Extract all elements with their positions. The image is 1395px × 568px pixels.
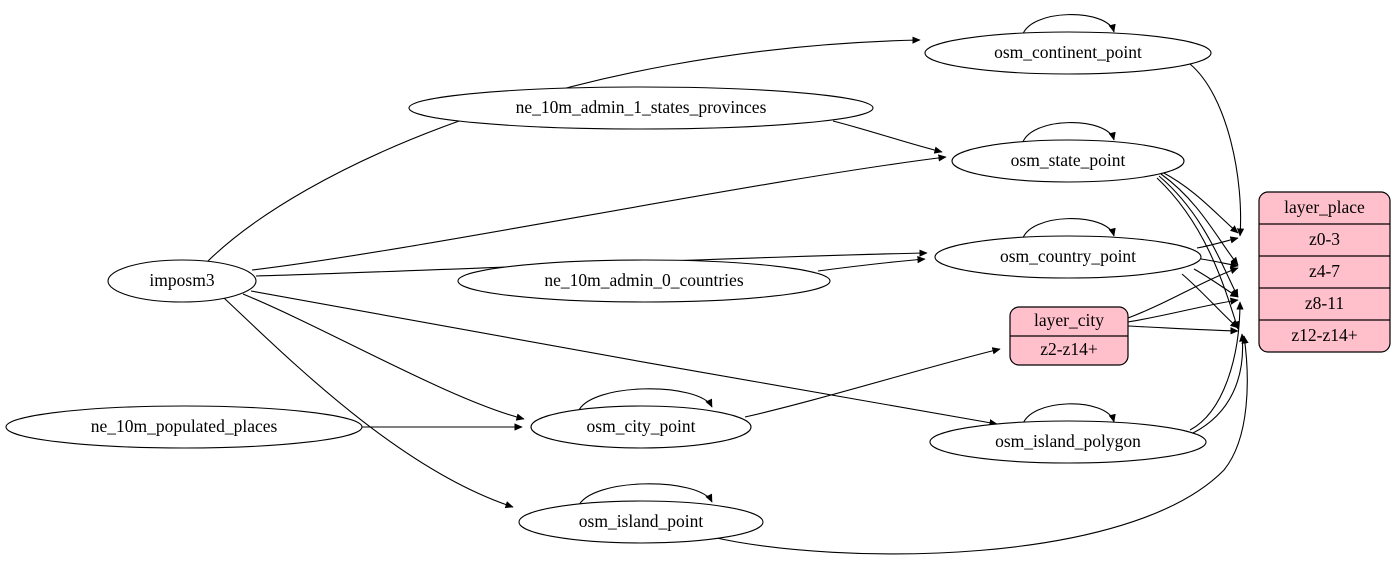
edge-imposm3-to-osm_state_point [251, 154, 947, 271]
edge-layer [206, 14, 1249, 555]
edge-osm_state_point-to-layer_place-z8_11 [1158, 175, 1239, 298]
node-label-imposm3: imposm3 [149, 270, 214, 290]
layer_city-row-z2-z14plus[interactable]: z2-z14+ [1040, 339, 1098, 359]
record-node-layer_city[interactable]: layer_city z2-z14+ [1009, 306, 1129, 366]
edge-osm_country_point-to-layer_place-z12_z14 [1181, 273, 1239, 329]
node-label-osm_city_point: osm_city_point [587, 416, 696, 436]
edge-ne_countries-to-osm_country_point [817, 256, 926, 272]
edge-osm_country_point-to-layer_place-z4_7 [1200, 258, 1239, 269]
node-label-ne_10m_admin_1_states_provinces: ne_10m_admin_1_states_provinces [516, 97, 767, 117]
edge-imposm3-to-osm_city_point [242, 293, 525, 421]
node-ne_10m_admin_1_states_provinces[interactable]: ne_10m_admin_1_states_provinces [408, 86, 874, 130]
node-label-osm_country_point: osm_country_point [1000, 246, 1136, 266]
node-label-ne_10m_populated_places: ne_10m_populated_places [91, 416, 278, 436]
edge-self-loop-osm_continent_point [1021, 14, 1116, 38]
edge-osm_country_point-to-layer_place-z8_11 [1193, 268, 1239, 298]
edge-self-loop-osm_island_point [577, 483, 713, 508]
node-label-osm_island_polygon: osm_island_polygon [995, 431, 1141, 451]
node-label-osm_island_point: osm_island_point [579, 511, 704, 531]
node-osm_city_point[interactable]: osm_city_point [530, 405, 752, 449]
node-ne_10m_admin_0_countries[interactable]: ne_10m_admin_0_countries [457, 259, 831, 303]
edge-layer_city-to-layer_place-z8_11 [1127, 297, 1239, 323]
node-osm_island_point[interactable]: osm_island_point [518, 500, 764, 544]
edge-ne_states-to-osm_state_point [832, 120, 943, 154]
layer_place-row-z0-3[interactable]: z0-3 [1309, 229, 1340, 249]
edge-osm_island_point-to-layer_place-z12_z14 [711, 335, 1249, 555]
node-ne_10m_populated_places[interactable]: ne_10m_populated_places [5, 405, 363, 449]
layer_city-header: layer_city [1034, 310, 1104, 330]
edge-imposm3-to-osm_continent_point [206, 36, 921, 263]
edge-imposm3-to-osm_island_polygon [250, 290, 998, 427]
edge-layer_city-to-layer_place-z4_7 [1127, 267, 1239, 319]
edge-osm_state_point-to-layer_place-z4_7 [1160, 173, 1239, 266]
node-osm_state_point[interactable]: osm_state_point [951, 139, 1185, 183]
layer_place-row-z8-11[interactable]: z8-11 [1305, 293, 1344, 313]
layer_place-header: layer_place [1284, 197, 1365, 217]
node-osm_continent_point[interactable]: osm_continent_point [924, 31, 1212, 75]
edge-self-loop-osm_country_point [1021, 218, 1116, 242]
edge-self-loop-osm_island_polygon [1021, 403, 1116, 428]
edge-osm_state_point-to-layer_place-z12_z14 [1156, 177, 1240, 330]
edge-self-loop-osm_city_point [577, 388, 713, 413]
node-imposm3[interactable]: imposm3 [107, 259, 257, 303]
edge-osm_continent_point-to-layer_place-z0_3 [1189, 63, 1245, 237]
layer_place-row-z4-7[interactable]: z4-7 [1309, 261, 1340, 281]
node-layer: imposm3 ne_10m_admin_1_states_provinces … [5, 31, 1212, 544]
node-osm_country_point[interactable]: osm_country_point [934, 235, 1202, 279]
node-label-ne_10m_admin_0_countries: ne_10m_admin_0_countries [544, 270, 743, 290]
edge-osm_city_point-to-layer_city-z2_z14 [744, 347, 1001, 418]
node-label-osm_state_point: osm_state_point [1011, 150, 1126, 170]
node-osm_island_polygon[interactable]: osm_island_polygon [929, 420, 1207, 464]
edge-osm_country_point-to-layer_place-z0_3 [1196, 236, 1239, 249]
edge-layer_city-to-layer_place-z12_z14 [1127, 325, 1239, 335]
edge-imposm3-to-osm_island_point [223, 297, 514, 509]
edge-osm_state_point-to-layer_place-z0_3 [1161, 171, 1239, 234]
edge-osm_island_polygon-to-layer_place-z12_z14 [1192, 333, 1247, 434]
node-label-osm_continent_point: osm_continent_point [994, 42, 1142, 62]
edge-osm_island_polygon-to-layer_place-z8_11 [1189, 301, 1244, 431]
record-node-layer_place[interactable]: layer_place z0-3 z4-7 z8-11 z12-z14+ [1258, 191, 1391, 353]
edge-self-loop-osm_state_point [1021, 122, 1116, 146]
layer_place-row-z12-z14plus[interactable]: z12-z14+ [1291, 325, 1357, 345]
